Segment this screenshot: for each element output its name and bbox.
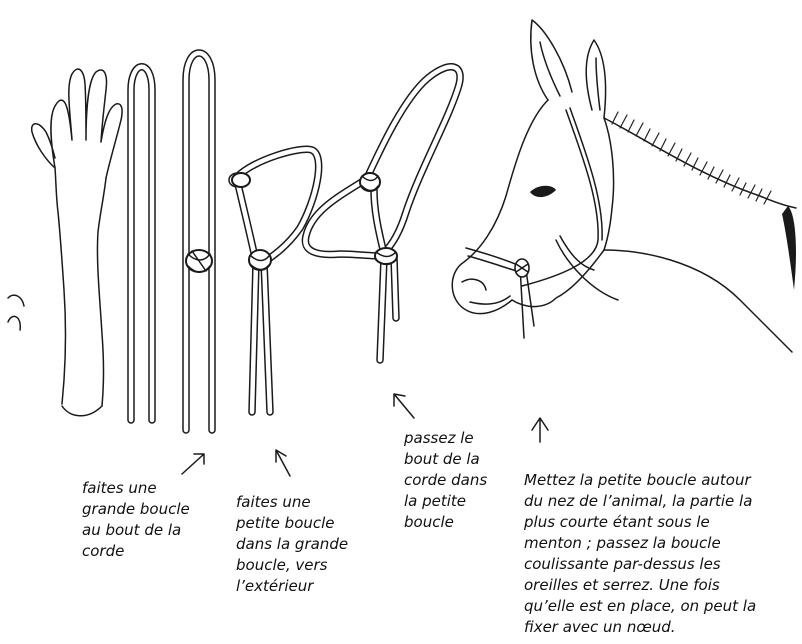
mule-drawing (452, 20, 796, 352)
rope-step-1 (131, 67, 152, 420)
rope-step-4 (305, 67, 460, 360)
hand-arm-drawing (8, 69, 122, 416)
rope-step-3 (232, 149, 319, 412)
arrow-step-3 (394, 394, 414, 418)
pointer-arrows (182, 394, 548, 476)
rope-step-2 (186, 53, 212, 430)
caption-step-3: passez le bout de la corde dans la petit… (404, 428, 487, 533)
arrow-step-4 (532, 418, 548, 442)
caption-step-2: faites une petite boucle dans la grande … (236, 492, 348, 597)
caption-step-1: faites une grande boucle au bout de la c… (82, 478, 190, 562)
arrow-step-2 (276, 450, 290, 476)
caption-step-4: Mettez la petite boucle autour du nez de… (524, 470, 756, 638)
arrow-step-1 (182, 454, 204, 474)
